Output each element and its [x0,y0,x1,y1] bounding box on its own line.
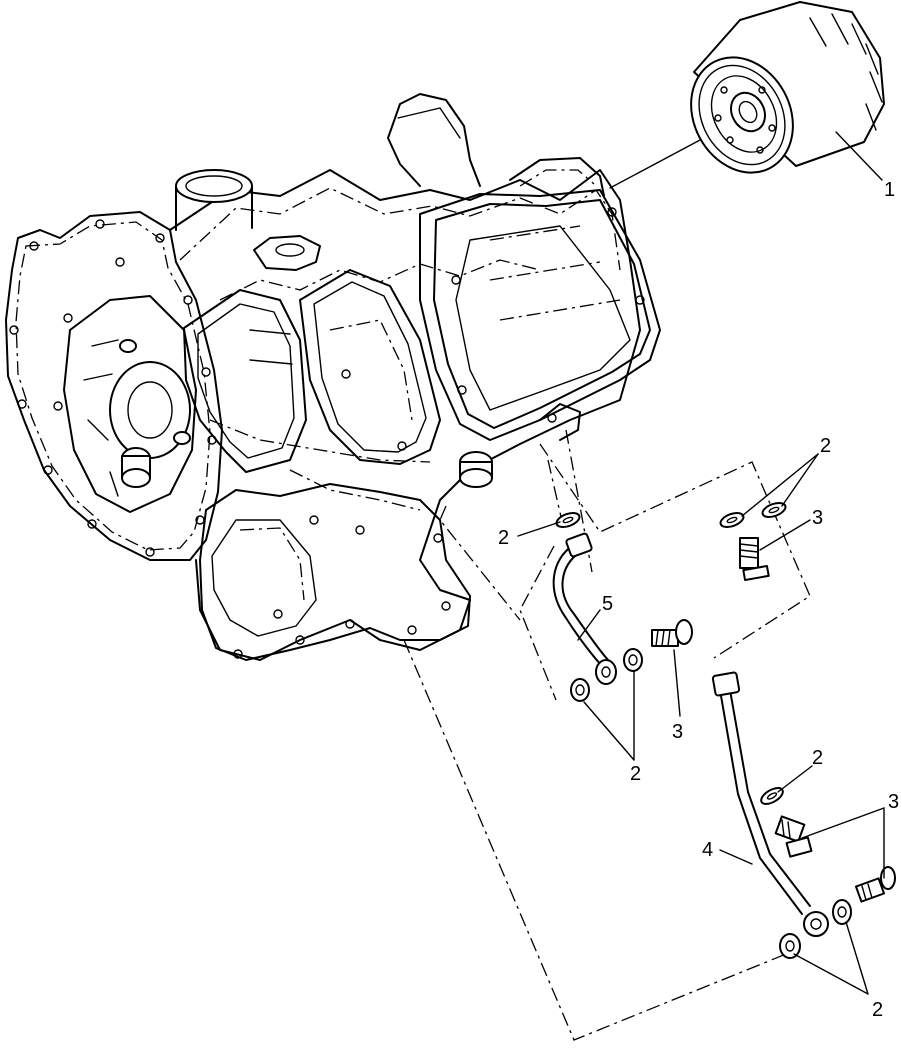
callout-leaders [517,131,885,995]
callout-2-middle: 2 [630,763,641,785]
callout-2-bottom: 2 [872,999,883,1021]
oil-filter [609,1,885,189]
callout-2-lower: 2 [812,747,823,769]
banjo-bolt-upper [739,537,770,582]
engine-crankcase [5,93,661,661]
callout-3-upper: 3 [812,507,823,529]
washers [555,502,852,959]
callout-3-lower: 3 [888,791,899,813]
callout-2-upper-left: 2 [498,527,509,549]
callout-2-upper-right: 2 [820,435,831,457]
callout-numbers: 1 2 2 2 2 2 3 3 3 4 5 [498,179,899,1021]
callout-1: 1 [884,179,895,201]
banjo-bolt-lower-a [774,815,813,858]
banjo-bolt-middle [651,619,693,647]
oil-line-lower [711,671,829,937]
callout-4: 4 [702,839,713,861]
callout-3-middle: 3 [672,721,683,743]
banjo-bolts [651,537,896,903]
banjo-bolt-lower-b [854,866,896,903]
oil-line-upper [552,532,617,685]
callout-5: 5 [602,593,613,615]
center-lines [403,429,811,1041]
cover-bolt-holes [9,219,217,557]
